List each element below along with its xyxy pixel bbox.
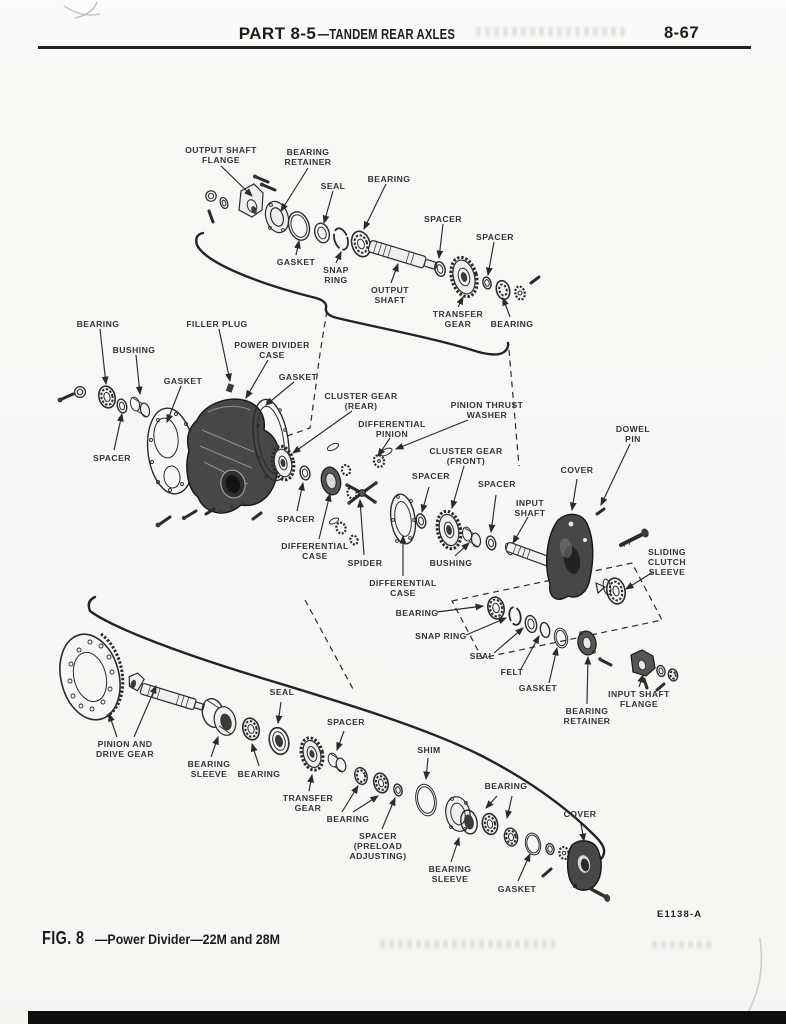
separator-curve-bottom bbox=[87, 595, 606, 861]
label-bushing-mid: BUSHING bbox=[429, 558, 473, 568]
label-output-shaft: OUTPUT SHAFT bbox=[370, 285, 410, 306]
separator-curve-top bbox=[195, 231, 510, 356]
scan-edge-bar bbox=[28, 1011, 786, 1024]
label-bearing-top-right: BEARING bbox=[490, 319, 534, 329]
label-output-shaft-flange: OUTPUT SHAFT FLANGE bbox=[185, 145, 257, 166]
label-spacer-top-1: SPACER bbox=[424, 214, 462, 224]
label-differential-pinion: DIFFERENTIAL PINION bbox=[358, 419, 426, 440]
power-divider-case-assembly-art bbox=[57, 383, 679, 692]
pencil-mark bbox=[63, 1, 101, 19]
part-number-heading: PART 8-5 bbox=[238, 24, 317, 43]
label-bearing-sleeve-left: BEARING SLEEVE bbox=[187, 759, 231, 780]
label-dowel-pin: DOWEL PIN bbox=[615, 424, 651, 445]
label-felt: FELT bbox=[500, 667, 524, 677]
bleed-through-artifact bbox=[380, 940, 555, 948]
label-differential-case-front: DIFFERENTIAL CASE bbox=[369, 578, 437, 599]
label-snap-ring-top: SNAP RING bbox=[323, 265, 349, 286]
label-bearing-top: BEARING bbox=[367, 174, 411, 184]
label-gasket-input: GASKET bbox=[518, 683, 558, 693]
label-spacer-top-2: SPACER bbox=[476, 232, 514, 242]
label-transfer-gear-top: TRANSFER GEAR bbox=[432, 309, 484, 330]
label-filler-plug: FILLER PLUG bbox=[186, 319, 248, 329]
label-gasket-bottom: GASKET bbox=[497, 884, 537, 894]
pinion-drive-gear-assembly-art bbox=[59, 632, 611, 902]
dashed-bearing-group-box bbox=[451, 562, 663, 659]
label-bearing-mid-left: BEARING bbox=[76, 319, 120, 329]
label-input-shaft: INPUT SHAFT bbox=[514, 498, 546, 519]
label-spacer-preload-adjusting: SPACER (PRELOAD ADJUSTING) bbox=[349, 831, 407, 862]
label-spacer-mid-2: SPACER bbox=[478, 479, 516, 489]
label-pinion-thrust-washer: PINION THRUST WASHER bbox=[450, 400, 524, 421]
figure-code: E1138-A bbox=[657, 909, 703, 920]
dashed-locator-line bbox=[286, 310, 328, 437]
leader-arrows bbox=[99, 165, 654, 882]
label-bearing-retainer-input: BEARING RETAINER bbox=[563, 706, 611, 727]
label-spacer-diff: SPACER bbox=[277, 514, 315, 524]
bleed-through-artifact bbox=[652, 941, 712, 948]
label-gasket-top: GASKET bbox=[276, 257, 316, 267]
label-gasket-mid-left: GASKET bbox=[163, 376, 203, 386]
label-bearing-retainer-top: BEARING RETAINER bbox=[284, 147, 332, 168]
label-bearing-bottom-pair: BEARING bbox=[326, 814, 370, 824]
part-title: —TANDEM REAR AXLES bbox=[317, 27, 455, 43]
label-cluster-gear-front: CLUSTER GEAR (FRONT) bbox=[429, 446, 503, 467]
label-power-divider-case: POWER DIVIDER CASE bbox=[234, 340, 310, 361]
label-bushing-left: BUSHING bbox=[112, 345, 156, 355]
figure-caption: FIG. 8 —Power Divider—22M and 28M bbox=[42, 928, 296, 949]
label-snap-ring-input: SNAP RING bbox=[415, 631, 467, 641]
label-seal-top: SEAL bbox=[320, 181, 346, 191]
label-input-shaft-flange: INPUT SHAFT FLANGE bbox=[608, 689, 670, 710]
label-cover-mid: COVER bbox=[560, 465, 594, 475]
label-spacer-mid-1: SPACER bbox=[412, 471, 450, 481]
label-cover-bottom: COVER bbox=[563, 809, 597, 819]
label-transfer-gear-bottom: TRANSFER GEAR bbox=[282, 793, 334, 814]
label-shim: SHIM bbox=[417, 745, 441, 755]
label-bearing-input: BEARING bbox=[395, 608, 439, 618]
label-bearing-sleeve-bottom: BEARING SLEEVE bbox=[428, 864, 472, 885]
label-seal-bottom: SEAL bbox=[269, 687, 295, 697]
dashed-locator-line bbox=[304, 599, 354, 690]
bleed-through-artifact bbox=[476, 27, 626, 36]
label-gasket-mid-right: GASKET bbox=[278, 372, 318, 382]
label-differential-case-rear: DIFFERENTIAL CASE bbox=[281, 541, 349, 562]
label-spider: SPIDER bbox=[347, 558, 383, 568]
label-pinion-and-drive-gear: PINION AND DRIVE GEAR bbox=[96, 739, 154, 760]
label-spacer-mid-left: SPACER bbox=[93, 453, 131, 463]
label-bearing-bottom-right: BEARING bbox=[484, 781, 528, 791]
label-seal-input: SEAL bbox=[469, 651, 495, 661]
figure-caption-number: FIG. 8 bbox=[42, 928, 85, 948]
label-cluster-gear-rear: CLUSTER GEAR (REAR) bbox=[324, 391, 398, 412]
label-sliding-clutch-sleeve: SLIDING CLUTCH SLEEVE bbox=[647, 547, 687, 578]
header-rule bbox=[38, 46, 751, 49]
figure-caption-title: —Power Divider—22M and 28M bbox=[95, 932, 280, 947]
label-spacer-bottom-1: SPACER bbox=[327, 717, 365, 727]
dashed-locator-line bbox=[508, 349, 520, 467]
page-header: PART 8-5—TANDEM REAR AXLES bbox=[239, 24, 494, 44]
page-number: 8-67 bbox=[664, 24, 700, 42]
label-bearing-bottom-left: BEARING bbox=[237, 769, 281, 779]
